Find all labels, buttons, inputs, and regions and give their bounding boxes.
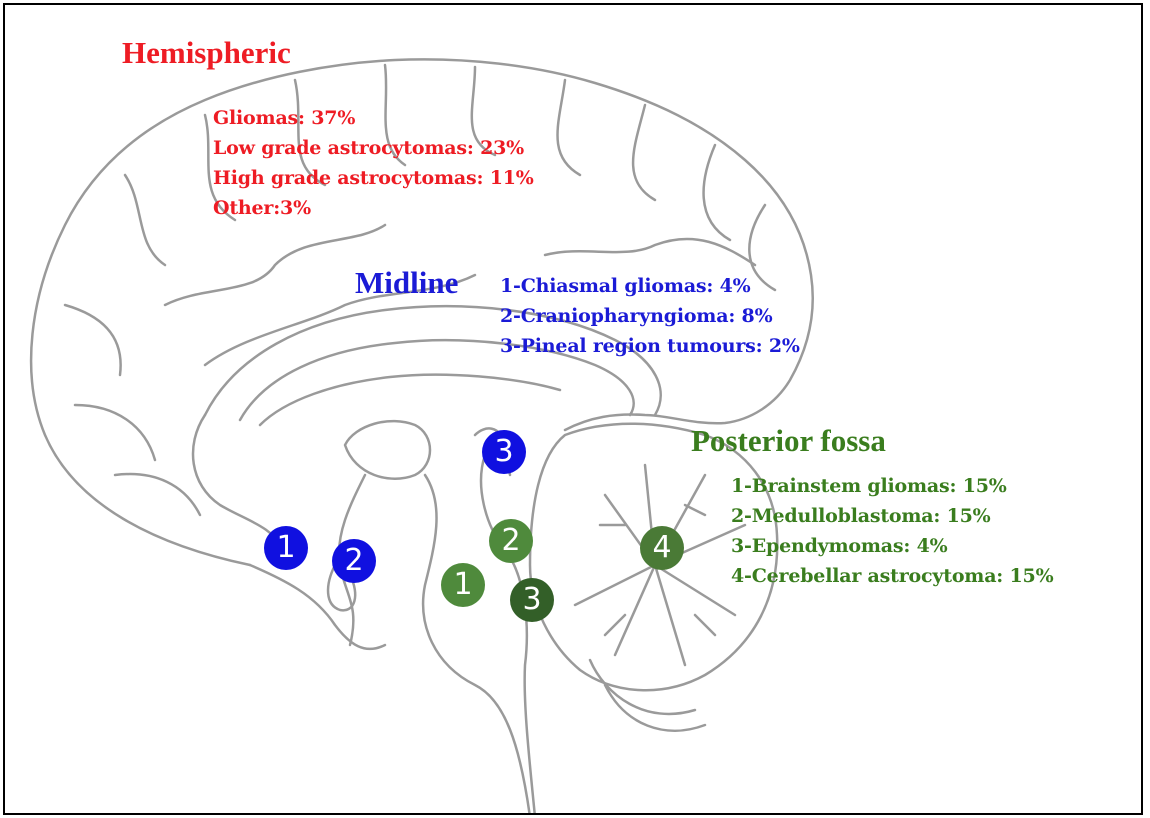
midline-title: Midline [355,265,458,301]
posterior-marker-2: 2 [489,519,533,563]
posterior-item: 3-Ependymomas: 4% [731,531,1053,561]
hemispheric-title: Hemispheric [122,35,291,71]
midline-item: 1-Chiasmal gliomas: 4% [500,271,800,301]
midline-marker-1: 1 [264,526,308,570]
posterior-item: 4-Cerebellar astrocytoma: 15% [731,561,1053,591]
midline-item: 2-Craniopharyngioma: 8% [500,301,800,331]
midline-marker-2: 2 [332,539,376,583]
hemispheric-item: Other:3% [213,193,534,223]
hemispheric-item: High grade astrocytomas: 11% [213,163,534,193]
posterior-marker-1: 1 [441,563,485,607]
thalamus [345,421,430,479]
figure-frame: Hemispheric Gliomas: 37% Low grade astro… [3,3,1143,815]
posterior-marker-3: 3 [510,578,554,622]
midline-item: 3-Pineal region tumours: 2% [500,331,800,361]
hemispheric-list: Gliomas: 37% Low grade astrocytomas: 23%… [213,103,534,223]
posterior-item: 1-Brainstem gliomas: 15% [731,471,1053,501]
midline-list: 1-Chiasmal gliomas: 4% 2-Craniopharyngio… [500,271,800,361]
hemispheric-item: Low grade astrocytomas: 23% [213,133,534,163]
posterior-marker-4: 4 [640,526,684,570]
brain-sagittal-illustration [5,5,1143,815]
posterior-title: Posterior fossa [691,423,886,459]
midline-marker-3: 3 [482,430,526,474]
posterior-list: 1-Brainstem gliomas: 15% 2-Medulloblasto… [731,471,1053,591]
posterior-item: 2-Medulloblastoma: 15% [731,501,1053,531]
hemispheric-item: Gliomas: 37% [213,103,534,133]
